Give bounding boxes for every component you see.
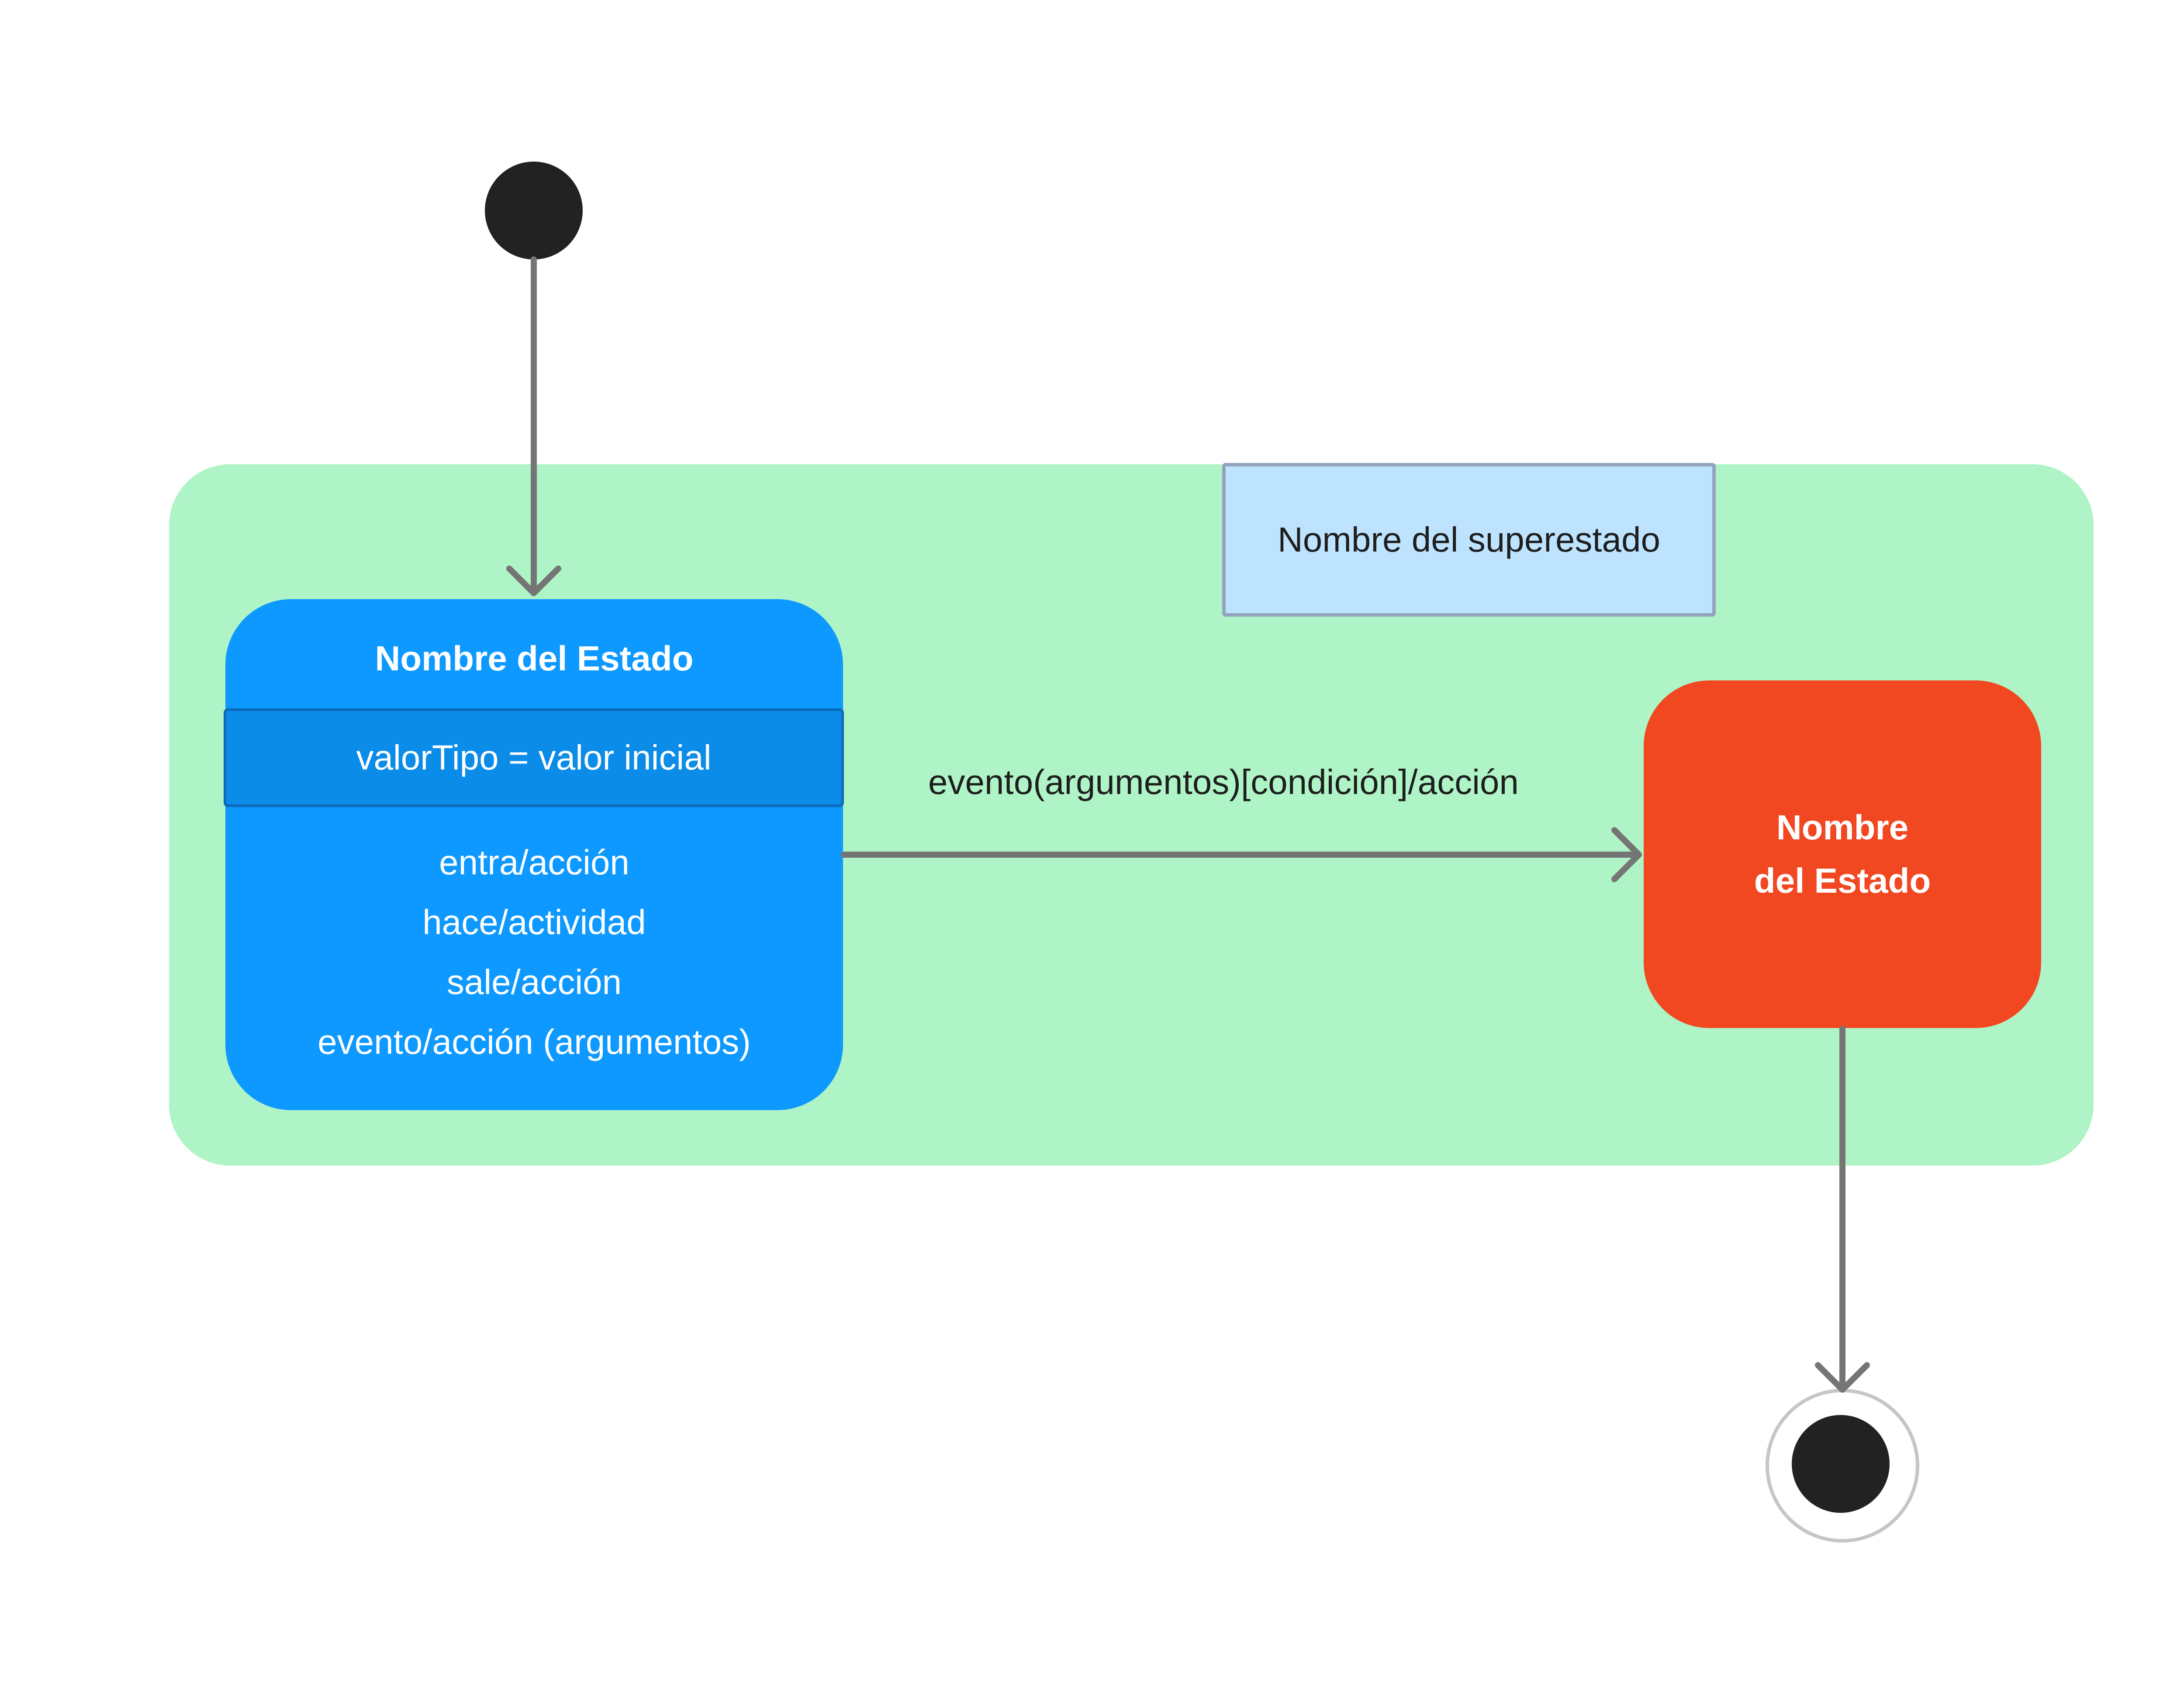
superstate-label-text: Nombre del superestado	[1277, 520, 1661, 559]
state-a-title: Nombre del Estado	[375, 639, 694, 678]
superstate-label[interactable]: Nombre del superestado	[1222, 463, 1716, 617]
final-node-dot	[1792, 1415, 1890, 1513]
state-a-variable-compartment[interactable]: valorTipo = valor inicial	[224, 708, 844, 807]
state-a-actions: entra/acción hace/actividad sale/acción …	[225, 832, 843, 1072]
state-a-variable-text: valorTipo = valor inicial	[356, 738, 712, 777]
transition-label: evento(argumentos)[condición]/acción	[928, 763, 1519, 801]
initial-transition-arrow[interactable]	[506, 256, 561, 596]
state-a-action-exit: sale/acción	[446, 963, 622, 1001]
state-b-title-line-2: del Estado	[1754, 861, 1931, 900]
state-b-title-line-1: Nombre	[1776, 808, 1909, 847]
state-a-action-do: hace/actividad	[422, 903, 646, 942]
initial-node[interactable]	[485, 162, 583, 259]
state-a-action-event: evento/acción (argumentos)	[318, 1022, 751, 1061]
state-b[interactable]: Nombre del Estado	[1644, 680, 2041, 1028]
state-transition-arrow[interactable]	[841, 827, 1642, 882]
state-a-action-entry: entra/acción	[439, 843, 629, 882]
final-transition-arrow[interactable]	[1815, 1026, 1870, 1393]
state-a[interactable]	[225, 599, 843, 1110]
